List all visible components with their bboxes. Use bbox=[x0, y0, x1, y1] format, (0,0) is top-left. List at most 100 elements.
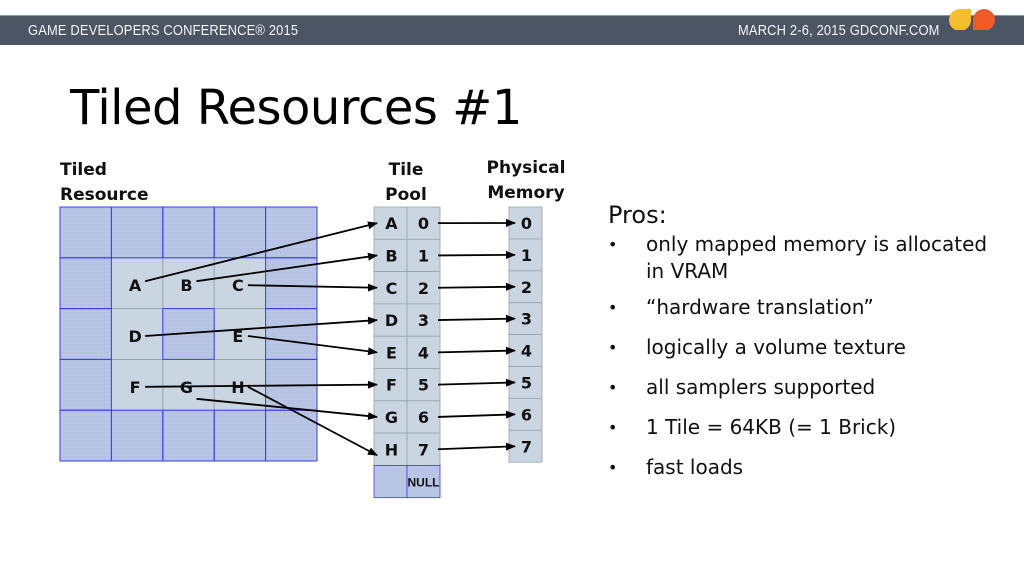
pros-item: • logically a volume texture bbox=[608, 334, 1008, 361]
tile-pool-tile-label: G bbox=[385, 408, 398, 427]
tile-pool-tile-label: E bbox=[386, 343, 397, 362]
physical-memory-label: 0 bbox=[521, 214, 532, 233]
physical-memory-label: 6 bbox=[521, 405, 532, 424]
tile-pool-index-label: 2 bbox=[418, 279, 429, 298]
unmapped-tile-cell bbox=[162, 207, 215, 258]
bullet-icon: • bbox=[608, 458, 618, 477]
unmapped-tile-cell bbox=[162, 410, 215, 461]
tile-pool-tile-label: H bbox=[385, 440, 398, 459]
pros-heading: Pros: bbox=[608, 201, 667, 229]
tile-pool-index-label: 3 bbox=[418, 311, 429, 330]
tile-pool-index-cell bbox=[406, 432, 441, 466]
physical-memory-label: Physical Memory bbox=[482, 156, 570, 206]
pros-item-text: “hardware translation” bbox=[646, 295, 874, 319]
tile-pool-tile-label: A bbox=[385, 214, 398, 233]
tile-mapping-arrow bbox=[145, 316, 378, 337]
physical-memory-label: 5 bbox=[521, 373, 532, 392]
label-line: Resource bbox=[60, 185, 149, 205]
tiled-resource-label: Tiled Resource bbox=[60, 158, 149, 208]
tile-pool-index-cell bbox=[406, 271, 441, 305]
tile-pool-index-label: 0 bbox=[418, 214, 429, 233]
unmapped-tile-cell bbox=[60, 257, 112, 309]
mapped-tile-cell bbox=[111, 359, 163, 411]
resource-tile-label: C bbox=[232, 276, 244, 295]
unmapped-tile-cell bbox=[214, 207, 266, 258]
unmapped-tile-cell bbox=[60, 207, 112, 258]
pros-item-text: only mapped memory is allocated in VRAM bbox=[646, 232, 988, 283]
tile-mapping-arrow bbox=[144, 221, 378, 283]
physical-memory-label: 4 bbox=[521, 342, 532, 361]
tile-mapping-arrow bbox=[247, 335, 378, 356]
gdc-logo-icon bbox=[949, 9, 995, 30]
resource-tile-label: E bbox=[232, 327, 243, 346]
label-line: Pool bbox=[385, 185, 427, 205]
unmapped-tile-cell bbox=[214, 410, 266, 461]
memory-mapping-arrow bbox=[437, 250, 516, 259]
pros-item-text: logically a volume texture bbox=[646, 335, 906, 359]
tile-pool-index-cell bbox=[406, 368, 441, 402]
mapped-tile-cell bbox=[162, 359, 215, 411]
tile-pool-tile-label: F bbox=[386, 376, 397, 395]
physical-memory-label: 1 bbox=[521, 246, 532, 265]
pros-item-text: 1 Tile = 64KB (= 1 Brick) bbox=[646, 415, 897, 439]
unmapped-tile-cell bbox=[265, 207, 317, 258]
pros-item: •only mapped memory is allocated in VRAM bbox=[608, 231, 1008, 285]
unmapped-tile-cell bbox=[111, 410, 163, 461]
tile-mapping-arrow bbox=[196, 252, 378, 283]
bullet-icon: • bbox=[608, 418, 618, 437]
unmapped-tile-cell bbox=[265, 410, 317, 461]
logo-yellow-drop bbox=[949, 9, 971, 30]
mapped-tile-cell bbox=[111, 257, 163, 309]
pros-section: Pros: •only mapped memory is allocated i… bbox=[608, 200, 1008, 494]
bullet-icon: • bbox=[608, 338, 618, 357]
tile-pool-index-label: 6 bbox=[418, 408, 429, 427]
memory-mapping-arrow bbox=[437, 442, 516, 451]
tile-pool-index-cell bbox=[406, 303, 441, 337]
pros-item-text: all samplers supported bbox=[646, 375, 876, 399]
logo-orange-drop bbox=[973, 9, 995, 30]
unmapped-tile-cell bbox=[60, 410, 112, 461]
resource-tile-label: A bbox=[129, 276, 142, 295]
memory-mapping-arrow bbox=[437, 282, 516, 291]
physical-memory-label: 2 bbox=[521, 278, 532, 297]
tile-pool-index-label: 5 bbox=[418, 376, 429, 395]
pros-item: • 1 Tile = 64KB (= 1 Brick) bbox=[608, 414, 1008, 441]
tile-pool-index-cell bbox=[406, 400, 441, 434]
tile-pool-index-cell bbox=[406, 464, 441, 499]
tile-pool-index-label: 7 bbox=[418, 440, 429, 459]
pros-item-text: fast loads bbox=[646, 455, 744, 479]
unmapped-tile-cell bbox=[60, 308, 112, 360]
memory-mapping-arrow bbox=[437, 378, 516, 387]
resource-tile-label: F bbox=[130, 378, 141, 397]
conference-date-url: MARCH 2-6, 2015 GDCONF.COM bbox=[738, 22, 940, 39]
unmapped-tile-cell bbox=[111, 207, 163, 258]
pros-item: • fast loads bbox=[608, 454, 1008, 481]
resource-tile-label: B bbox=[180, 276, 192, 295]
unmapped-tile-cell bbox=[60, 359, 112, 411]
tile-pool-tile-label: C bbox=[386, 279, 398, 298]
resource-tile-label: H bbox=[231, 378, 244, 397]
unmapped-tile-cell bbox=[265, 308, 317, 360]
physical-memory-table: 0 1 2 3 4 5 6 7 bbox=[508, 206, 543, 463]
memory-mapping-arrow bbox=[437, 346, 516, 355]
label-line: Memory bbox=[487, 183, 565, 203]
tiled-resource-grid: ABCDEFGH bbox=[59, 206, 318, 462]
pros-item: •“hardware translation” bbox=[608, 294, 1008, 321]
tile-pool-tile-cell bbox=[373, 464, 408, 499]
bullet-icon: • bbox=[608, 378, 618, 397]
memory-mapping-arrow bbox=[437, 410, 516, 419]
physical-memory-label: 3 bbox=[521, 310, 532, 329]
label-line: Tile bbox=[388, 160, 424, 180]
physical-memory-label: 7 bbox=[521, 437, 532, 456]
pros-item: • all samplers supported bbox=[608, 374, 1008, 401]
memory-mapping-arrow bbox=[437, 314, 516, 323]
null-entry-label: NULL bbox=[408, 476, 440, 490]
tile-pool-tile-label: B bbox=[385, 246, 397, 265]
tile-pool-label: Tile Pool bbox=[380, 158, 432, 208]
tile-mapping-arrow bbox=[247, 283, 378, 292]
tile-pool-index-label: 1 bbox=[418, 246, 429, 265]
mapping-arrows bbox=[144, 218, 516, 457]
tile-mapping-arrow bbox=[247, 386, 378, 457]
